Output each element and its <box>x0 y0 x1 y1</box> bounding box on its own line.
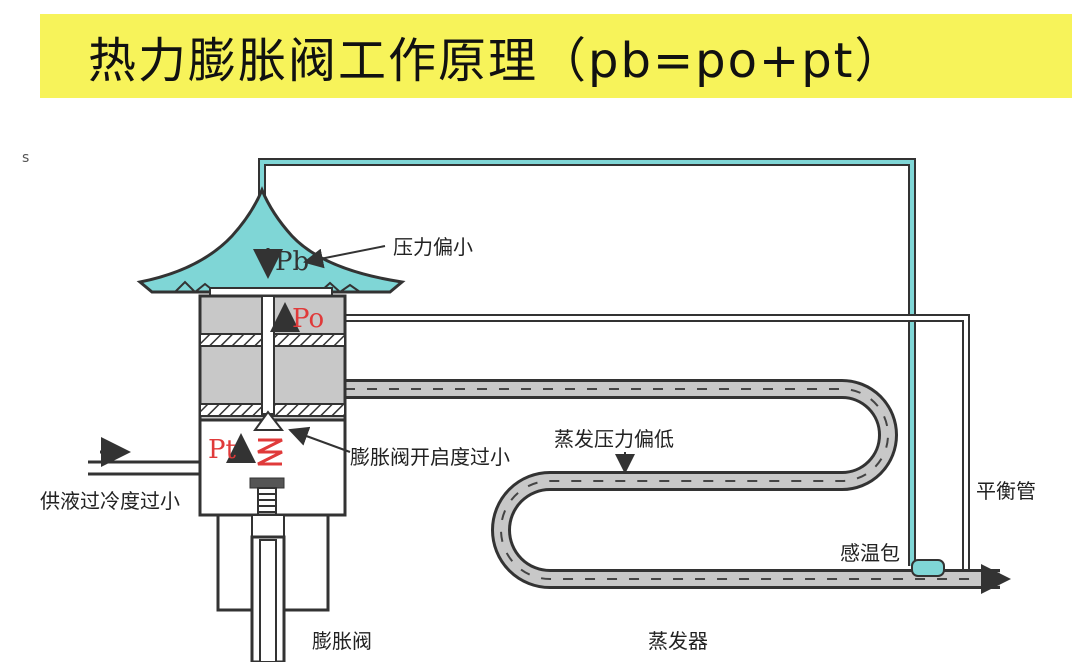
valve-opening-leader <box>288 426 351 453</box>
label-supply-subcool-small: 供液过冷度过小 <box>40 489 180 513</box>
label-expansion-valve: 膨胀阀 <box>312 629 372 653</box>
label-pressure-small: 压力偏小 <box>393 235 473 259</box>
inlet-pipe <box>88 437 200 476</box>
spring-icon <box>257 438 283 466</box>
label-pt: Pt <box>208 435 236 465</box>
pressure-small-leader <box>303 245 386 269</box>
sensing-bulb <box>911 559 945 577</box>
title-bar: 热力膨胀阀工作原理（pb=po+pt） <box>40 14 1072 98</box>
label-sensing-bulb: 感温包 <box>840 541 900 565</box>
label-balance-tube: 平衡管 <box>976 479 1036 503</box>
page-title: 热力膨胀阀工作原理（pb=po+pt） <box>88 33 905 89</box>
capillary-tube <box>258 158 916 566</box>
stray-mark: s <box>22 150 30 166</box>
label-evap-pressure-low: 蒸发压力偏低 <box>554 427 674 451</box>
diaphragm-head <box>136 186 406 294</box>
valve-needle <box>253 410 285 431</box>
label-pb: Pb <box>275 247 309 277</box>
evaporator-coil <box>345 379 1011 594</box>
valve-bottom-housing <box>216 513 330 662</box>
valve-stem <box>261 295 275 415</box>
balance-tube <box>345 314 970 582</box>
label-evaporator: 蒸发器 <box>648 629 708 653</box>
label-valve-opening-small: 膨胀阀开启度过小 <box>350 445 510 469</box>
label-po: Po <box>292 304 324 334</box>
adjusting-screw <box>249 477 285 517</box>
